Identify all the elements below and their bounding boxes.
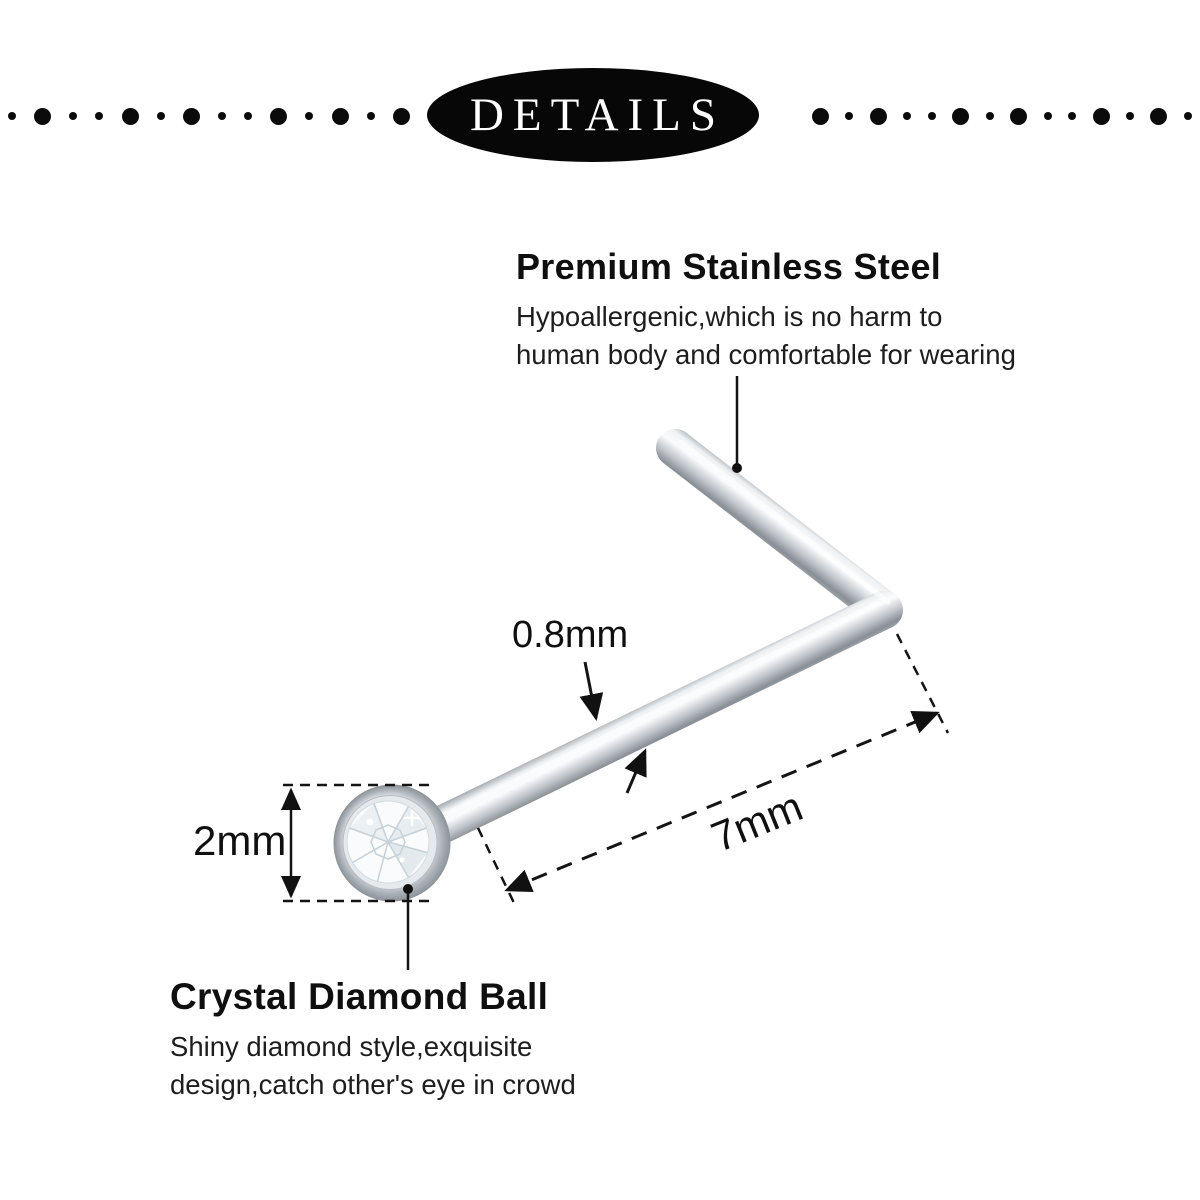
crystal-desc-line1: Shiny diamond style,exquisite — [170, 1031, 533, 1062]
details-badge-label: DETAILS — [469, 89, 726, 141]
steel-desc-line2: human body and comfortable for wearing — [516, 338, 1016, 370]
dot — [156, 112, 165, 120]
steel-title: Premium Stainless Steel — [516, 246, 942, 287]
steel-desc-line1: Hypoallergenic,which is no harm to — [516, 301, 943, 332]
dot — [331, 107, 349, 125]
details-badge: DETAILS — [427, 68, 759, 162]
sparkle-star — [404, 810, 420, 826]
crystal-facets — [349, 803, 428, 882]
dot — [952, 107, 970, 125]
dot — [903, 112, 912, 120]
dot — [8, 112, 16, 120]
crystal-desc-line2: design,catch other's eye in crowd — [170, 1068, 576, 1100]
dot — [1125, 112, 1134, 120]
dimension-lines — [281, 376, 950, 970]
dot — [392, 107, 410, 125]
crystal-title: Crystal Diamond Ball — [170, 976, 549, 1017]
dot — [182, 107, 200, 125]
pointer-steel-dot — [732, 463, 742, 473]
dot — [1150, 107, 1168, 125]
dot — [812, 107, 829, 125]
arrow-0-8mm — [579, 661, 604, 721]
label-ball-diameter: 2mm — [193, 817, 287, 864]
dot — [270, 107, 288, 125]
dot — [1183, 112, 1192, 120]
stud-body — [379, 429, 903, 865]
dot — [927, 112, 936, 120]
sparkle — [366, 818, 374, 826]
dot — [34, 107, 52, 125]
label-wire-gauge: 0.8mm — [512, 614, 629, 656]
dot — [845, 112, 854, 120]
sparkle — [399, 857, 405, 863]
callout-steel: Premium Stainless Steel Hypoallergenic,w… — [516, 246, 1076, 374]
decorative-dots-right — [812, 96, 1192, 136]
dot — [95, 112, 104, 120]
dot — [1068, 112, 1077, 120]
dim-7mm-ext-right — [895, 633, 950, 734]
stud-arm-highlight — [678, 439, 891, 605]
stud-ball — [333, 784, 451, 902]
dot — [366, 112, 375, 120]
stud-short-arm — [656, 429, 903, 629]
dot — [1043, 112, 1052, 120]
callout-crystal: Crystal Diamond Ball Shiny diamond style… — [170, 976, 690, 1104]
dot — [217, 112, 226, 120]
dot — [1010, 107, 1028, 125]
dot — [305, 112, 314, 120]
dot — [1092, 107, 1110, 125]
dot — [69, 112, 78, 120]
decorative-dots-left — [8, 96, 410, 136]
dot — [244, 112, 253, 120]
dim-7mm-line — [504, 711, 940, 892]
dot — [869, 107, 887, 125]
pointer-crystal-dot — [403, 884, 413, 894]
dot — [121, 107, 139, 125]
arrow-7mm-up — [624, 748, 647, 794]
dim-7mm-ext-left — [476, 827, 517, 906]
dot — [985, 112, 994, 120]
